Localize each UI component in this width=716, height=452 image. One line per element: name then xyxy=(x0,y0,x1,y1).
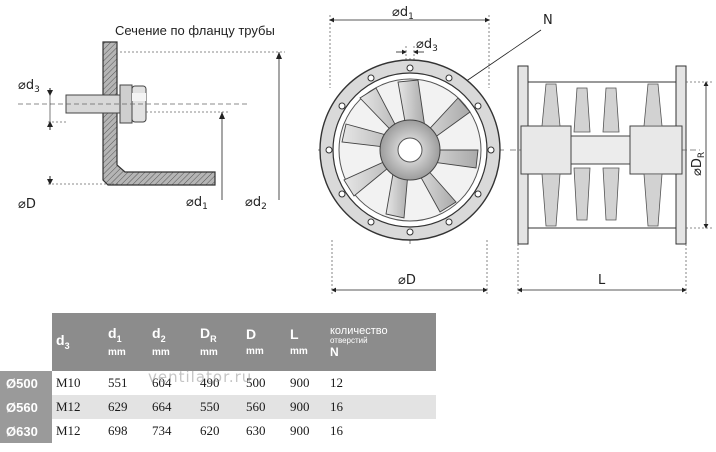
d-label-left: ⌀D xyxy=(18,197,36,212)
d-label-bottom: ⌀D xyxy=(398,273,416,288)
table-row: Ø560 M12 629 664 550 560 900 16 xyxy=(0,395,436,419)
cell-n: 12 xyxy=(330,375,343,390)
cell-d2: 734 xyxy=(152,423,172,438)
row-size: Ø500 xyxy=(0,371,52,395)
svg-text:⌀d1: ⌀d1 xyxy=(186,195,208,212)
n-label: N xyxy=(543,13,553,28)
cell-dr: 490 xyxy=(200,375,220,390)
cell-d2: 664 xyxy=(148,395,196,419)
section-caption: Сечение по фланцу трубы xyxy=(115,23,275,38)
cell-d1: 698 xyxy=(108,423,128,438)
cell-dr: 620 xyxy=(200,423,220,438)
fan-front-view: ⌀d1 ⌀d3 N xyxy=(318,5,553,295)
row-size: Ø560 xyxy=(0,395,52,419)
cell-d: 500 xyxy=(246,375,266,390)
cell-n: 16 xyxy=(326,395,436,419)
cell-d3: M12 xyxy=(56,423,81,438)
cell-dr: 550 xyxy=(196,395,242,419)
svg-text:⌀d3: ⌀d3 xyxy=(416,37,438,54)
cell-n: 16 xyxy=(330,423,343,438)
table-row: Ø630 M12 698 734 620 630 900 16 xyxy=(0,419,436,443)
cell-d: 560 xyxy=(242,395,286,419)
cell-d3: M12 xyxy=(52,395,104,419)
svg-text:⌀d2: ⌀d2 xyxy=(245,195,267,212)
svg-text:⌀DR: ⌀DR xyxy=(690,152,707,176)
fan-side-view: ⌀DR L xyxy=(510,65,712,295)
flange-section-detail: Сечение по фланцу трубы ⌀d3 ⌀D ⌀d1 ⌀d2 xyxy=(18,23,285,212)
cell-d: 630 xyxy=(246,423,266,438)
table-row: Ø500 M10 551 604 490 500 900 12 xyxy=(0,371,436,395)
row-size: Ø630 xyxy=(0,419,52,443)
cell-l: 900 xyxy=(290,375,310,390)
svg-text:⌀d1: ⌀d1 xyxy=(392,5,414,22)
svg-text:⌀d3: ⌀d3 xyxy=(18,78,40,95)
header-d3: d3 xyxy=(52,313,104,371)
cell-d2: 604 xyxy=(152,375,172,390)
header-blank xyxy=(0,313,52,371)
technical-drawing: Сечение по фланцу трубы ⌀d3 ⌀D ⌀d1 ⌀d2 xyxy=(18,5,712,295)
cell-d1: 551 xyxy=(108,375,128,390)
cell-l: 900 xyxy=(286,395,326,419)
l-label: L xyxy=(598,273,606,288)
cell-l: 900 xyxy=(290,423,310,438)
cell-d3: M10 xyxy=(56,375,81,390)
cell-d1: 629 xyxy=(104,395,148,419)
